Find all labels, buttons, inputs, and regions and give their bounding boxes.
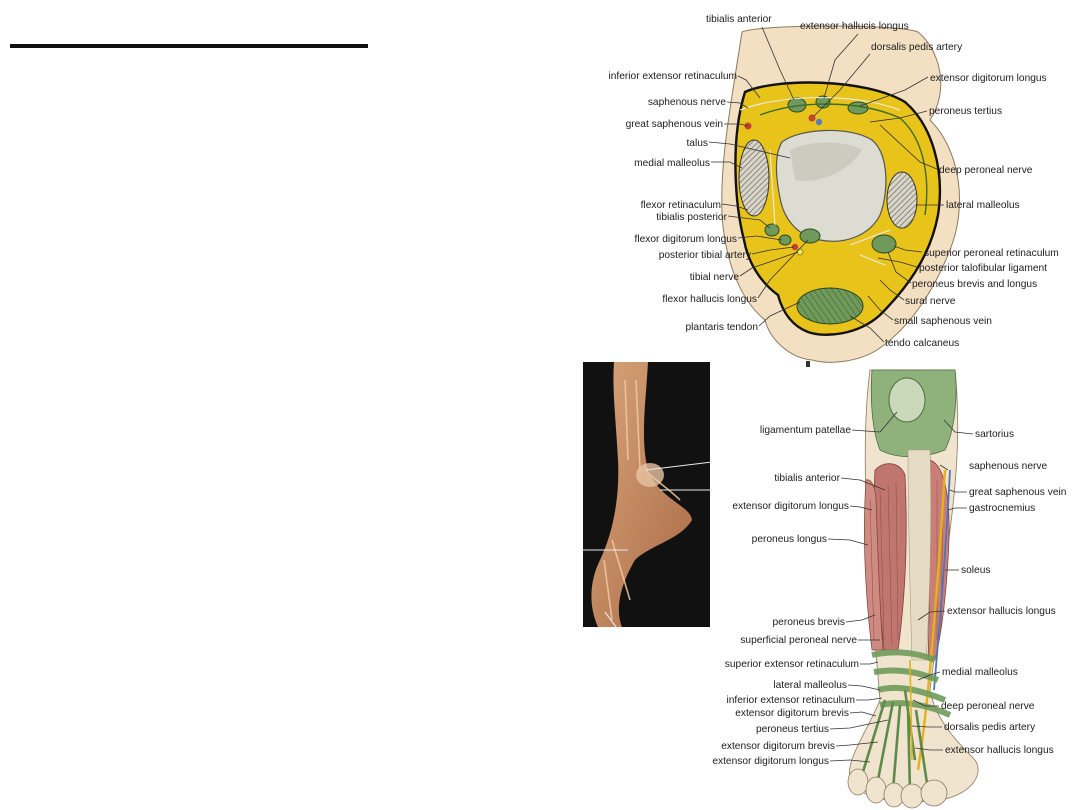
label-lateral-malleolus: lateral malleolus — [946, 200, 1020, 211]
label-peroneus-brevis: peroneus brevis — [773, 617, 846, 628]
label-peroneus-longus: peroneus longus — [752, 534, 827, 545]
retinacula-bands — [871, 649, 952, 718]
label-ligamentum-patellae: ligamentum patellae — [760, 425, 852, 436]
tibia-shaft — [907, 449, 932, 661]
label-tendo-calcaneus: tendo calcaneus — [885, 338, 959, 349]
ankle-labels-left: inferior extensor retinaculum saphenous … — [608, 71, 758, 333]
label-great-saphenous-vein: great saphenous vein — [626, 119, 723, 130]
label-leg-extensor-hallucis-longus: extensor hallucis longus — [947, 606, 1056, 617]
talus-shading — [790, 142, 862, 181]
photo-leg-tissue — [591, 362, 692, 627]
label-leg-peroneus-tertius: peroneus tertius — [756, 724, 829, 735]
label-leg-lateral-malleolus: lateral malleolus — [773, 680, 847, 691]
label-leg-extensor-digitorum-longus: extensor digitorum longus — [732, 501, 849, 512]
leg-labels-right: sartorius saphenous nerve great saphenou… — [941, 429, 1066, 756]
anterior-leg-illustration — [847, 369, 979, 809]
label-small-saphenous-vein: small saphenous vein — [894, 316, 992, 327]
photo-pointer-1 — [645, 461, 713, 471]
label-deep-peroneal-nerve: deep peroneal nerve — [939, 165, 1033, 176]
label-gastrocnemius: gastrocnemius — [969, 503, 1035, 514]
white-ligaments — [739, 97, 901, 266]
label-posterior-talofibular-ligament: posterior talofibular ligament — [919, 263, 1047, 274]
photo-tendon-lines — [603, 379, 681, 621]
ankle-cross-section — [721, 25, 960, 367]
label-posterior-tibial-artery: posterior tibial artery — [659, 250, 752, 261]
peroneal-tendons — [871, 234, 897, 254]
tendo-calcaneus-shape — [796, 287, 864, 325]
label-flexor-hallucis-longus: flexor hallucis longus — [662, 294, 757, 305]
artery-dot — [808, 114, 816, 122]
label-leg-dorsalis-pedis-artery: dorsalis pedis artery — [944, 722, 1036, 733]
label-leg-great-saphenous-vein: great saphenous vein — [969, 487, 1066, 498]
label-leg-deep-peroneal-nerve: deep peroneal nerve — [941, 701, 1035, 712]
saphenous-vein-blue — [933, 469, 951, 691]
label-tibialis-anterior: tibialis anterior — [706, 14, 772, 25]
toes — [847, 768, 948, 809]
label-peroneus-brevis-and-longus: peroneus brevis and longus — [912, 279, 1037, 290]
label-superficial-peroneal-nerve: superficial peroneal nerve — [740, 635, 857, 646]
lateral-muscle — [864, 479, 884, 651]
label-inferior-extensor-retinaculum: inferior extensor retinaculum — [608, 71, 737, 82]
tibial-artery-dot — [791, 243, 799, 251]
title-underline — [10, 44, 368, 48]
label-talus: talus — [686, 138, 708, 149]
dissection-photo — [583, 362, 713, 628]
label-extensor-hallucis-longus: extensor hallucis longus — [800, 21, 909, 32]
label-peroneus-tertius: peroneus tertius — [929, 106, 1002, 117]
flexor-tendon-3 — [799, 228, 821, 244]
extensor-tendon-2 — [815, 95, 831, 109]
lateral-malleolus — [886, 171, 918, 229]
foot-tendons — [860, 689, 930, 793]
label-plantaris-tendon: plantaris tendon — [686, 322, 759, 333]
ankle-leader-lines — [708, 26, 944, 343]
muscle-striations — [869, 480, 944, 646]
label-leg-saphenous-nerve: saphenous nerve — [969, 461, 1047, 472]
label-superior-extensor-retinaculum: superior extensor retinaculum — [725, 659, 859, 670]
label-tibialis-posterior: tibialis posterior — [656, 212, 727, 223]
ankle-labels-right: extensor digitorum longus peroneus terti… — [885, 73, 1059, 349]
label-leg-extensor-hallucis-longus-2: extensor hallucis longus — [945, 745, 1054, 756]
label-leg-tibialis-anterior: tibialis anterior — [774, 473, 840, 484]
label-saphenous-nerve: saphenous nerve — [648, 97, 726, 108]
flexor-tendon-2 — [778, 234, 792, 246]
photo-malleolus — [636, 463, 664, 487]
scale-mark — [806, 361, 810, 367]
label-leg-extensor-digitorum-longus-2: extensor digitorum longus — [712, 756, 829, 767]
photo-pointer-4 — [604, 611, 617, 628]
patella — [888, 377, 926, 423]
label-extensor-digitorum-longus: extensor digitorum longus — [930, 73, 1047, 84]
leg-leader-lines — [827, 411, 974, 763]
label-leg-medial-malleolus: medial malleolus — [942, 667, 1018, 678]
label-dorsalis-pedis-artery: dorsalis pedis artery — [871, 42, 963, 53]
medial-malleolus — [738, 139, 770, 217]
leg-labels-left: ligamentum patellae tibialis anterior ex… — [712, 425, 859, 767]
label-extensor-digitorum-brevis-2: extensor digitorum brevis — [721, 741, 835, 752]
vein-dot — [815, 118, 823, 126]
label-medial-malleolus: medial malleolus — [634, 158, 710, 169]
label-flexor-digitorum-longus: flexor digitorum longus — [635, 234, 738, 245]
label-sural-nerve: sural nerve — [905, 296, 956, 307]
saphenous-vessels — [916, 469, 947, 771]
label-flexor-retinaculum: flexor retinaculum — [641, 200, 721, 211]
ankle-labels-top: tibialis anterior extensor hallucis long… — [706, 14, 963, 53]
label-tibial-nerve: tibial nerve — [690, 272, 740, 283]
label-leg-inferior-extensor-retinaculum: inferior extensor retinaculum — [726, 695, 855, 706]
label-superior-peroneal-retinaculum: superior peroneal retinaculum — [924, 248, 1059, 259]
label-soleus: soleus — [961, 565, 990, 576]
label-extensor-digitorum-brevis-1: extensor digitorum brevis — [735, 708, 849, 719]
label-sartorius: sartorius — [975, 429, 1014, 440]
dorsalis-artery — [909, 659, 913, 761]
